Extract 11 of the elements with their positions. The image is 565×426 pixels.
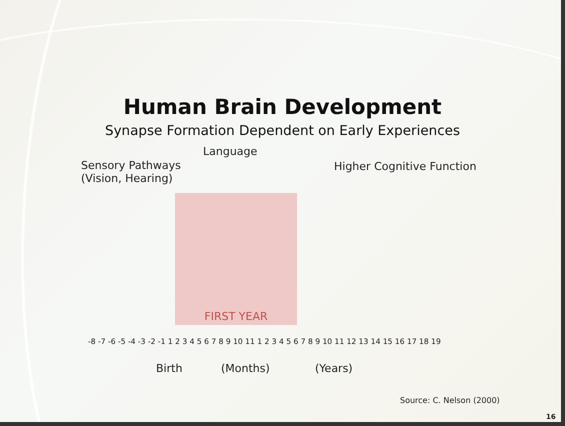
axis-label: (Years): [315, 363, 353, 376]
band-label: FIRST YEAR: [204, 310, 268, 323]
axis-label: (Months): [221, 363, 270, 376]
category-label: Higher Cognitive Function: [334, 161, 476, 174]
category-label: Language: [203, 146, 258, 159]
category-label: Sensory Pathways (Vision, Hearing): [81, 160, 182, 186]
source-note: Source: C. Nelson (2000): [400, 396, 500, 406]
subtitle: Synapse Formation Dependent on Early Experiences: [104, 123, 461, 139]
axis-label: Birth: [156, 363, 182, 376]
highlight-band: [175, 193, 297, 325]
title: Human Brain Development: [122, 95, 443, 119]
